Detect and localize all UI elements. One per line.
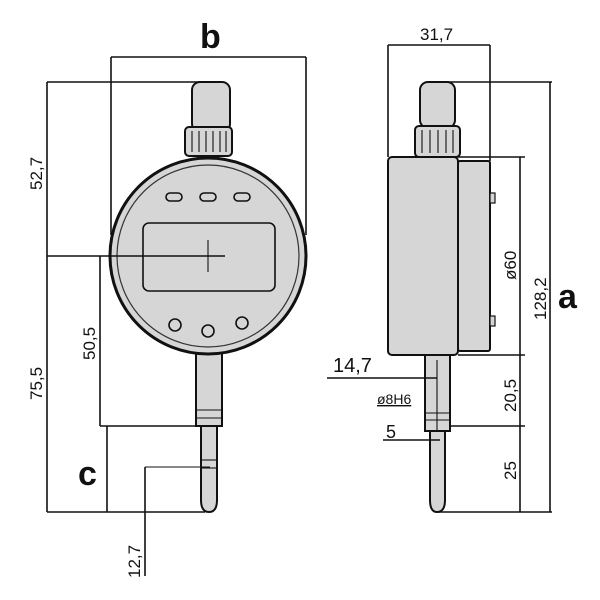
front-view [108, 81, 308, 514]
stem-cap [191, 81, 231, 133]
stem-cap [419, 81, 456, 129]
housing-side [387, 156, 459, 356]
dim-20-5: 20,5 [501, 379, 520, 412]
side-view [387, 81, 496, 514]
dim-25: 25 [501, 461, 520, 480]
dim-31-7: 31,7 [420, 25, 453, 44]
indicator-slot [233, 192, 251, 202]
dim-50-5: 50,5 [80, 327, 99, 360]
dim-diameter-60: ø60 [501, 251, 520, 280]
knurl-lines [191, 131, 227, 152]
side-dimensions: 31,7 ø60 128,2 a 14,7 ø8H6 5 20,5 25 [327, 25, 578, 513]
dim-75-5: 75,5 [27, 367, 46, 400]
dim-52-7: 52,7 [27, 157, 46, 190]
dim-fit-8h6: ø8H6 [377, 391, 411, 407]
dim-128-2: 128,2 [531, 277, 550, 320]
dim-14-7: 14,7 [333, 355, 372, 377]
spindle [429, 430, 446, 514]
front-dimensions: b c 52,7 75,5 50,5 12,7 [27, 18, 307, 578]
label-b: b [200, 18, 221, 56]
back-cover [457, 160, 491, 352]
spindle [200, 425, 218, 514]
lcd-display [142, 222, 276, 292]
label-a: a [558, 278, 578, 316]
button-icon [168, 318, 182, 332]
indicator-slot [165, 192, 183, 202]
dim-5: 5 [386, 422, 396, 442]
indicator-slot [199, 192, 217, 202]
button-icon [235, 316, 249, 330]
stem [195, 351, 223, 427]
label-c: c [78, 455, 97, 493]
dim-12-7: 12,7 [125, 545, 144, 578]
button-icon [201, 324, 215, 338]
